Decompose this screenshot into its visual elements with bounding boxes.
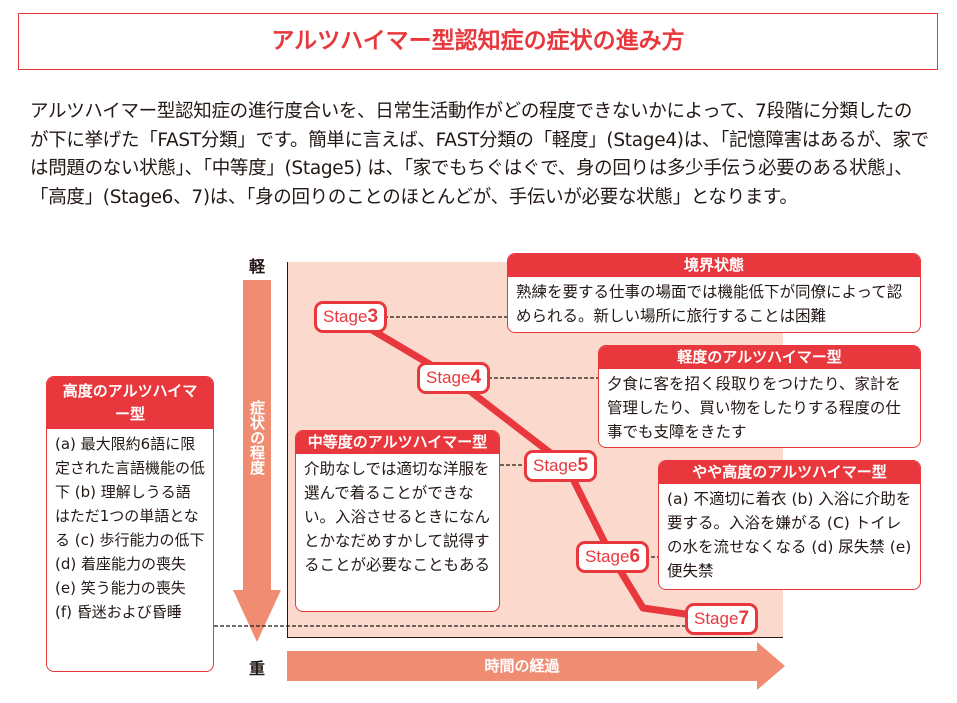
box-body: 熟練を要する仕事の場面では機能低下が同僚によって認められる。新しい場所に旅行する…	[516, 283, 903, 325]
box-body: (a) 不適切に着衣 (b) 入浴に介助を要する。入浴を嫌がる (C) トイレの…	[667, 490, 912, 580]
box-body: 夕食に客を招く段取りをつけたり、家計を管理したり、買い物をしたりする程度の仕事で…	[607, 375, 901, 441]
severity-arrow-head	[233, 590, 281, 642]
box-header: 高度のアルツハイマー型	[47, 377, 213, 429]
mild-box: 軽度のアルツハイマー型 夕食に客を招く段取りをつけたり、家計を管理したり、買い物…	[598, 345, 921, 448]
time-arrow-label: 時間の経過	[484, 657, 560, 675]
page-title: アルツハイマー型認知症の症状の進み方	[271, 28, 685, 54]
stage-5-node: Stage5	[524, 450, 598, 482]
severe-box: 高度のアルツハイマー型 (a) 最大限約6語に限定された言語機能の低下 (b) …	[46, 376, 214, 672]
time-arrow	[287, 651, 757, 681]
stage-4-node: Stage4	[417, 362, 491, 394]
box-body: (a) 最大限約6語に限定された言語機能の低下 (b) 理解しうる語はただ1つの…	[55, 435, 206, 621]
axis-label-mild: 軽	[249, 257, 266, 276]
severity-arrow-label: 症状の程度	[248, 400, 266, 475]
borderline-box: 境界状態 熟練を要する仕事の場面では機能低下が同僚によって認められる。新しい場所…	[507, 253, 921, 333]
severity-arrow	[243, 280, 271, 590]
moderately-severe-box: やや高度のアルツハイマー型 (a) 不適切に着衣 (b) 入浴に介助を要する。入…	[658, 460, 921, 590]
stage-3-node: Stage3	[314, 301, 388, 333]
stage-6-node: Stage6	[576, 541, 650, 573]
box-header: 境界状態	[508, 254, 920, 277]
box-header: 中等度のアルツハイマー型	[296, 431, 499, 454]
box-header: 軽度のアルツハイマー型	[599, 346, 920, 369]
stage-7-node: Stage7	[685, 603, 759, 635]
box-body: 介助なしでは適切な洋服を選んで着ることができない。入浴させるときになんとかなだめ…	[304, 460, 491, 574]
intro-paragraph: アルツハイマー型認知症の進行度合いを、日常生活動作がどの程度できないかによって、…	[30, 101, 929, 208]
time-arrow-head	[757, 642, 785, 690]
moderate-box: 中等度のアルツハイマー型 介助なしでは適切な洋服を選んで着ることができない。入浴…	[295, 430, 500, 612]
axis-label-severe: 重	[249, 659, 266, 678]
title-box: アルツハイマー型認知症の症状の進み方	[18, 13, 938, 70]
box-header: やや高度のアルツハイマー型	[659, 461, 920, 484]
